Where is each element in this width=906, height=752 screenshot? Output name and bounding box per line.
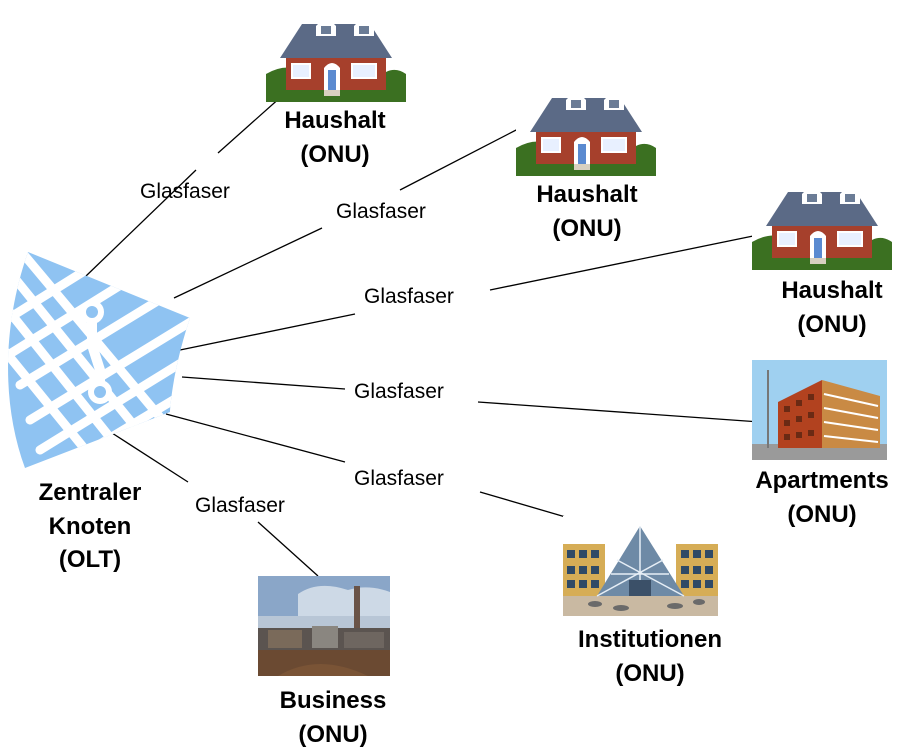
node-type: (ONU)	[552, 214, 622, 242]
fiber-line-2-upper	[399, 127, 521, 191]
fiber-lines	[85, 95, 761, 577]
node-name: Apartments	[755, 467, 889, 494]
fiber-line-4-lower	[181, 376, 346, 390]
fiber-line-4-upper	[477, 401, 761, 423]
fiber-label-1: Glasfaser	[140, 180, 230, 203]
fiber-line-5-lower	[165, 413, 346, 463]
fiber-line-1-lower	[85, 169, 197, 277]
node-label-apartments: Apartments (ONU)	[742, 464, 902, 531]
apartment-building-image	[752, 360, 887, 460]
olt-label-line1: Zentraler	[38, 479, 142, 506]
node-label-institutions: Institutionen (ONU)	[560, 623, 740, 690]
node-type: (ONU)	[787, 500, 857, 528]
node-label-business: Business (ONU)	[258, 684, 408, 751]
node-type: (ONU)	[615, 659, 685, 687]
fiber-label-2: Glasfaser	[336, 200, 426, 223]
fiber-label-3: Glasfaser	[364, 285, 454, 308]
node-name: Haushalt	[284, 107, 386, 134]
fiber-line-3-upper	[489, 234, 759, 291]
node-name: Business	[279, 687, 387, 714]
fiber-label-6: Glasfaser	[195, 494, 285, 517]
factory-image	[258, 576, 390, 676]
node-name: Haushalt	[536, 181, 638, 208]
node-name: Haushalt	[781, 277, 883, 304]
house-image-2	[516, 86, 656, 176]
node-type: (ONU)	[797, 310, 867, 338]
fiber-label-5: Glasfaser	[354, 467, 444, 490]
node-label-household-1: Haushalt (ONU)	[260, 104, 410, 171]
olt-node-icon	[8, 252, 190, 468]
node-name: Institutionen	[578, 626, 722, 653]
institution-building-image	[563, 516, 718, 616]
fiber-line-3-lower	[179, 313, 356, 351]
olt-label-line3: (OLT)	[58, 546, 122, 574]
node-type: (ONU)	[300, 140, 370, 168]
fiber-label-4: Glasfaser	[354, 380, 444, 403]
fiber-line-1-upper	[217, 95, 283, 154]
node-label-household-2: Haushalt (ONU)	[512, 178, 662, 245]
olt-label-line2: Knoten	[48, 512, 132, 540]
node-type: (ONU)	[298, 720, 368, 748]
node-label-household-3: Haushalt (ONU)	[762, 274, 902, 341]
olt-label: Zentraler Knoten (OLT)	[10, 476, 170, 577]
fiber-line-6-lower	[111, 432, 189, 483]
house-image-3	[752, 180, 892, 270]
house-image-1	[266, 12, 406, 102]
fiber-line-2-lower	[173, 227, 323, 299]
fiber-line-6-upper	[257, 521, 319, 577]
